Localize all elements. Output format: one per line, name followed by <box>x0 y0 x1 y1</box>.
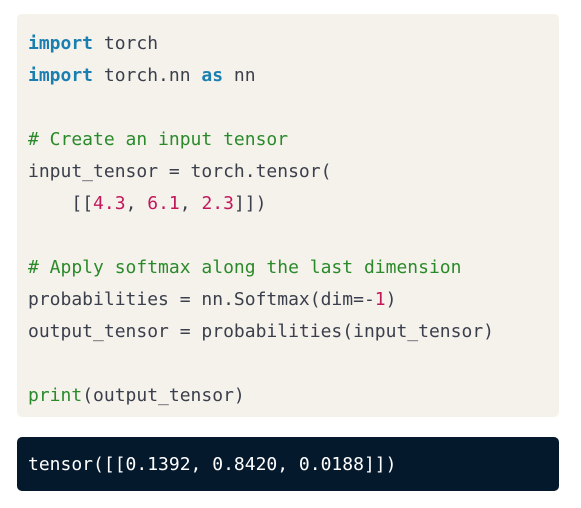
code-line-11-blank <box>28 348 559 380</box>
code-text: probabilities = nn.Softmax(dim=- <box>28 289 375 310</box>
code-line-7-blank <box>28 220 559 252</box>
code-line-2: import torch.nn as nn <box>28 60 559 92</box>
code-line-9: probabilities = nn.Softmax(dim=-1) <box>28 284 559 316</box>
code-line-5: input_tensor = torch.tensor( <box>28 156 559 188</box>
code-text: output_tensor = probabilities(input_tens… <box>28 321 494 342</box>
number-literal: 6.1 <box>147 193 180 214</box>
code-line-4: # Create an input tensor <box>28 124 559 156</box>
number-literal: 4.3 <box>93 193 126 214</box>
code-line-1: import torch <box>28 28 559 60</box>
top-strip <box>0 0 581 4</box>
code-text: (output_tensor) <box>82 385 245 406</box>
code-text: , <box>179 193 202 214</box>
indent <box>28 193 71 214</box>
comment: # Create an input tensor <box>28 129 289 150</box>
code-block: import torch import torch.nn as nn # Cre… <box>17 14 559 417</box>
number-literal: 2.3 <box>201 193 234 214</box>
keyword: import <box>28 33 94 54</box>
code-text: ) <box>385 289 397 310</box>
keyword: import <box>28 65 94 86</box>
builtin-function: print <box>28 385 83 406</box>
code-text: [[ <box>71 193 94 214</box>
code-line-6: [[4.3, 6.1, 2.3]]) <box>28 188 559 220</box>
code-text: input_tensor = torch.tensor( <box>28 161 332 182</box>
code-line-12: print(output_tensor) <box>28 380 559 412</box>
code-text: nn <box>223 65 256 86</box>
comment: # Apply softmax along the last dimension <box>28 257 462 278</box>
code-text: , <box>125 193 148 214</box>
output-text: tensor([[0.1392, 0.8420, 0.0188]]) <box>28 453 397 475</box>
code-text: torch <box>93 33 159 54</box>
keyword: as <box>201 65 224 86</box>
output-block: tensor([[0.1392, 0.8420, 0.0188]]) <box>17 437 559 491</box>
code-line-10: output_tensor = probabilities(input_tens… <box>28 316 559 348</box>
code-line-3-blank <box>28 92 559 124</box>
code-text: ]]) <box>233 193 267 214</box>
code-line-8: # Apply softmax along the last dimension <box>28 252 559 284</box>
number-literal: 1 <box>374 289 386 310</box>
code-text: torch.nn <box>93 65 202 86</box>
